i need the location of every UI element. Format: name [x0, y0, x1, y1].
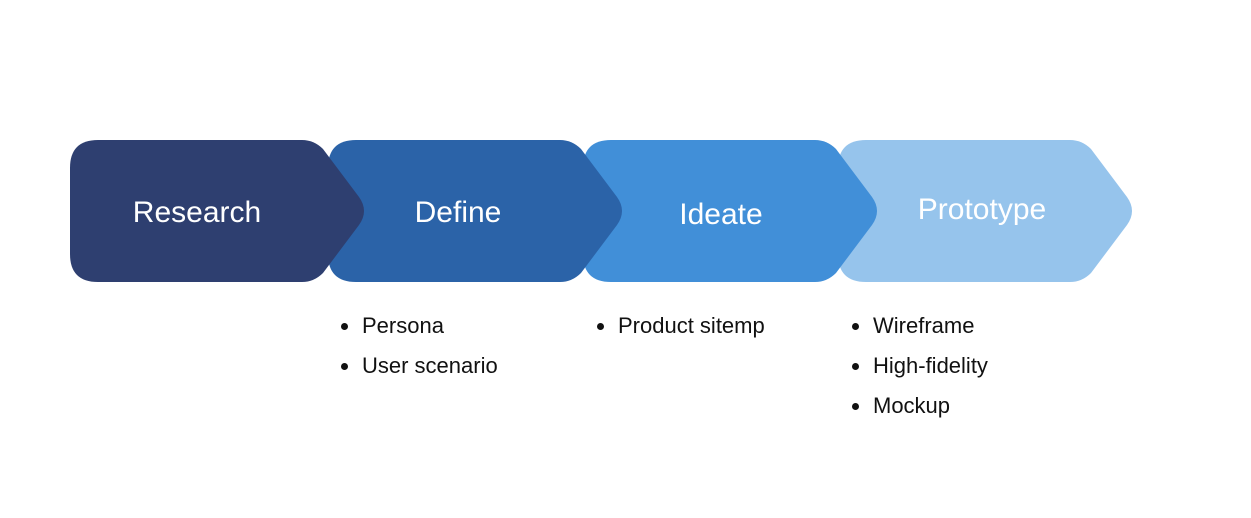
prototype-detail-list: Wireframe High-fidelity Mockup	[849, 312, 988, 432]
step-prototype-label: Prototype	[918, 193, 1046, 226]
detail-item: User scenario	[341, 352, 498, 392]
detail-item: Mockup	[852, 392, 988, 432]
step-prototype-arrow	[838, 140, 1132, 282]
detail-item: Persona	[341, 312, 498, 352]
step-ideate-label: Ideate	[679, 198, 762, 231]
ideate-detail-list: Product sitemp	[594, 312, 765, 352]
step-define-label: Define	[415, 196, 502, 229]
step-define-arrow	[328, 140, 622, 282]
detail-item: Wireframe	[852, 312, 988, 352]
detail-item: Product sitemp	[597, 312, 765, 352]
step-ideate-arrow	[583, 140, 877, 282]
step-research-label: Research	[133, 196, 261, 229]
step-research-arrow	[70, 140, 364, 282]
define-detail-list: Persona User scenario	[338, 312, 498, 392]
detail-item: High-fidelity	[852, 352, 988, 392]
